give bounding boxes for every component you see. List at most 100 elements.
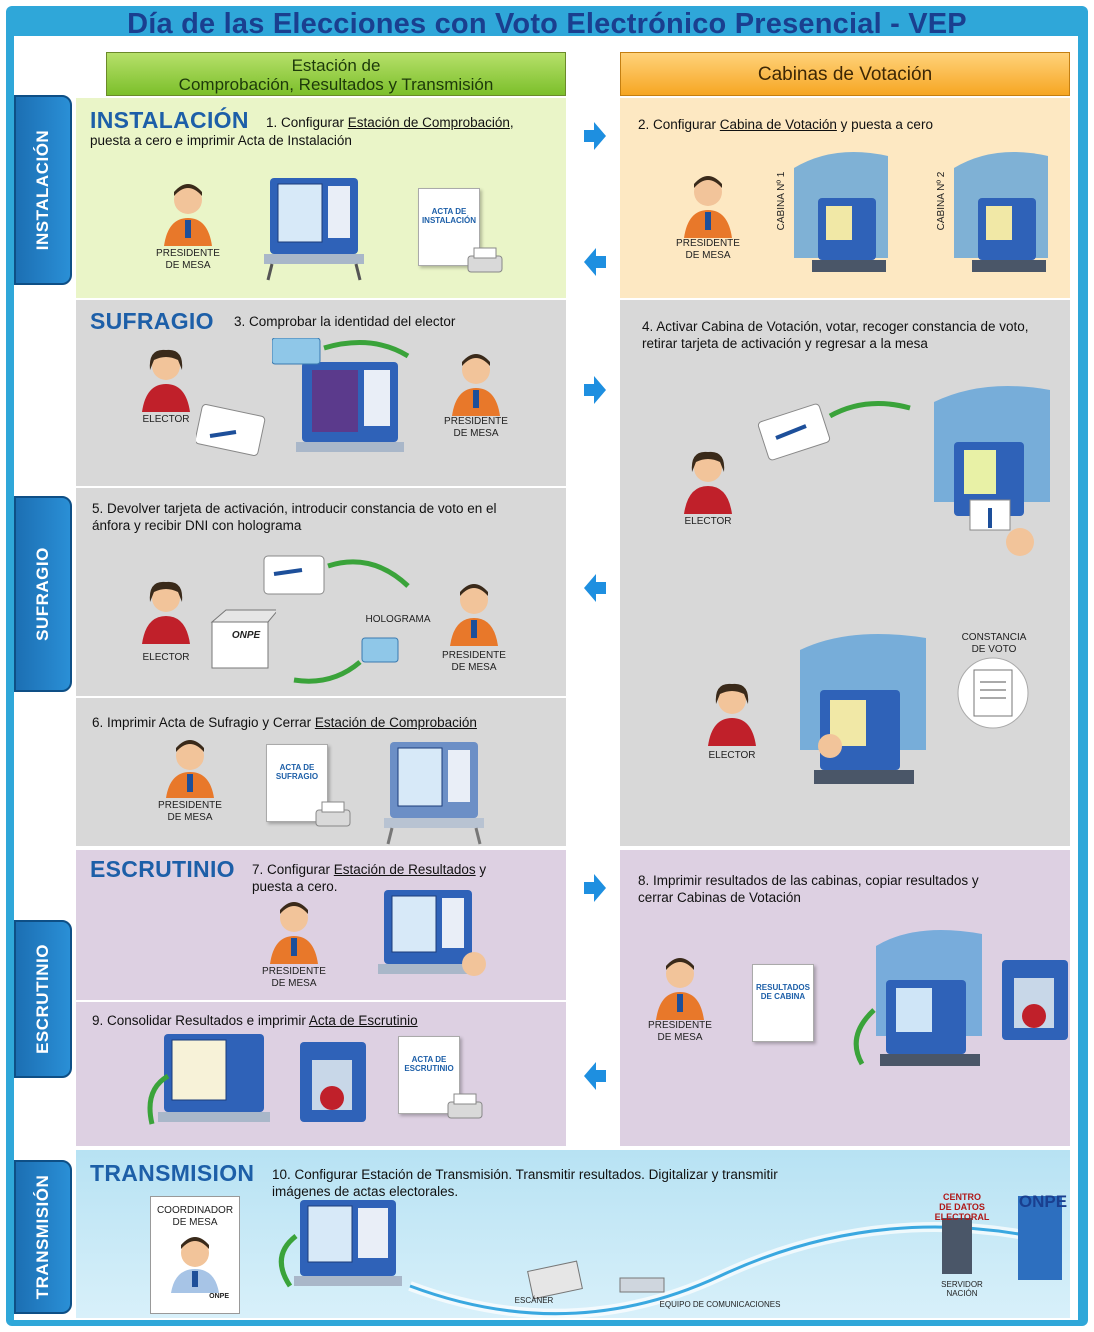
label-constancia: CONSTANCIA DE VOTO (961, 632, 1027, 655)
label-equipo: EQUIPO DE COMUNICACIONES (659, 1300, 781, 1309)
coordinador-badge: COORDINADOR DE MESA ONPE (150, 1196, 240, 1314)
estacion-consolidacion-icon (147, 1034, 270, 1125)
side-tab-escrutinio-label: ESCRUTINIO (33, 944, 52, 1054)
panel-escrutinio-step7 (76, 850, 566, 1000)
anfora-box-icon (210, 609, 276, 669)
label-elector-2: ELECTOR (142, 652, 190, 663)
label-coordinador: COORDINADOR DE MESA (156, 1205, 234, 1228)
step-1-link: Estación de Comprobación (347, 115, 510, 130)
step-10-line1: 10. Configurar Estación de Transmisión. … (272, 1167, 778, 1182)
label-centro-datos: CENTRO DE DATOS ELECTORAL (934, 1192, 990, 1222)
elector-figure-icon (142, 581, 190, 644)
tarjeta-activacion-icon (196, 404, 266, 456)
label-elector-3: ELECTOR (684, 516, 732, 527)
step-1-rest: , (509, 115, 514, 130)
side-tab-instalacion: INSTALACIÓN (14, 95, 72, 285)
poster-title: Día de las Elecciones con Voto Electróni… (127, 8, 967, 40)
label-escaner: ESCÁNER (514, 1296, 554, 1305)
side-tab-transmision: TRANSMISIÓN (14, 1160, 72, 1314)
step-6-text: 6. Imprimir Acta de Sufragio y Cerrar (92, 715, 315, 730)
step-6: 6. Imprimir Acta de Sufragio y Cerrar Es… (92, 714, 477, 731)
label-elector-1: ELECTOR (142, 414, 190, 425)
step-4-line2: retirar tarjeta de activación y regresar… (642, 336, 928, 351)
header-estacion-line2: Comprobación, Resultados y Transmisión (178, 75, 494, 94)
arrow-right-icon (584, 376, 606, 404)
step-9-text: 9. Consolidar Resultados e imprimir (92, 1013, 309, 1028)
step-2-text: 2. Configurar (638, 117, 720, 132)
cabina-votacion-icon (934, 386, 1050, 556)
side-tab-sufragio: SUFRAGIO (14, 496, 72, 692)
label-presidente-1: PRESIDENTE DE MESA (156, 248, 220, 271)
tarjeta-devolucion-icon (263, 555, 410, 595)
side-tab-transmision-label: TRANSMISIÓN (33, 1174, 52, 1300)
label-presidente-7: PRESIDENTE DE MESA (648, 1020, 712, 1043)
arrow-left-icon (584, 1062, 606, 1090)
acta-escrutinio-label: ACTA DE ESCRUTINIO (404, 1055, 454, 1073)
step-3: 3. Comprobar la identidad del elector (234, 314, 456, 329)
step-7: 7. Configurar Estación de Resultados y (252, 861, 486, 878)
section-title-transmision: TRANSMISION (90, 1160, 255, 1186)
step-7-link: Estación de Resultados (333, 862, 476, 877)
label-onpe-box: ONPE (231, 630, 261, 641)
step-10-line2: imágenes de actas electorales. (272, 1184, 459, 1199)
verificacion-dni-icon (272, 338, 410, 452)
step-9-link: Acta de Escrutinio (308, 1013, 418, 1028)
elector-figure-icon (684, 451, 732, 514)
section-title-instalacion: INSTALACIÓN (90, 107, 249, 133)
arrow-left-icon (584, 248, 606, 276)
acta-instalacion-doc: ACTA DE INSTALACIÓN (418, 188, 480, 266)
printer-icon (447, 1093, 483, 1119)
constancia-voto-icon (957, 657, 1029, 729)
cabina-votacion-icon (794, 152, 888, 272)
step-4-line1: 4. Activar Cabina de Votación, votar, re… (642, 319, 1029, 334)
step-8-line1: 8. Imprimir resultados de las cabinas, c… (638, 873, 979, 888)
tarjeta-activacion-icon (757, 401, 911, 461)
acta-sufragio-label: ACTA DE SUFRAGIO (275, 763, 319, 781)
step-9: 9. Consolidar Resultados e imprimir Acta… (92, 1012, 418, 1029)
printer-icon (315, 801, 351, 827)
step-1-text: 1. Configurar (266, 115, 348, 130)
label-presidente-2: PRESIDENTE DE MESA (676, 238, 740, 261)
side-tab-instalacion-label: INSTALACIÓN (33, 129, 52, 251)
step-2-rest: y puesta a cero (836, 117, 933, 132)
side-tab-escrutinio: ESCRUTINIO (14, 920, 72, 1078)
estacion-comprobacion-icon (384, 742, 484, 845)
step-2: 2. Configurar Cabina de Votación y puest… (638, 116, 933, 133)
label-cabina-1: CABINA Nº 1 (776, 171, 787, 231)
label-servidor: SERVIDOR NACIÓN (941, 1280, 983, 1298)
label-presidente-6: PRESIDENTE DE MESA (262, 966, 326, 989)
red-transmision-icon (278, 1196, 1062, 1319)
header-cabinas: Cabinas de Votación (620, 52, 1070, 96)
header-estacion-line1: Estación de (291, 56, 381, 75)
label-holograma: HOLOGRAMA (365, 614, 431, 625)
resultados-cabina-doc: RESULTADOS DE CABINA (752, 964, 814, 1042)
step-8-line2: cerrar Cabinas de Votación (638, 890, 801, 905)
elector-figure-icon (142, 349, 190, 412)
step-2-link: Cabina de Votación (719, 117, 837, 132)
resultados-cabina-label: RESULTADOS DE CABINA (756, 983, 810, 1001)
section-title-sufragio: SUFRAGIO (90, 308, 214, 334)
label-elector-4: ELECTOR (708, 750, 756, 761)
onpe-logo: ONPE (1018, 1192, 1068, 1211)
dni-holograma-icon (293, 637, 399, 684)
estacion-comprobacion-icon (264, 178, 364, 281)
coordinador-figure-icon (171, 1237, 219, 1293)
step-1: 1. Configurar Estación de Comprobación, (266, 114, 566, 131)
presidente-figure-icon (452, 354, 500, 416)
label-presidente-5: PRESIDENTE DE MESA (158, 800, 222, 823)
presidente-figure-icon (450, 584, 498, 646)
arrow-right-icon (584, 874, 606, 902)
side-tab-sufragio-label: SUFRAGIO (33, 547, 52, 641)
step-7-text: 7. Configurar (252, 862, 334, 877)
printer-icon (467, 247, 503, 273)
estacion-resultados-icon (378, 890, 486, 976)
step-7-line2: puesta a cero. (252, 879, 338, 894)
acta-sufragio-doc: ACTA DE SUFRAGIO (266, 744, 328, 822)
presidente-figure-icon (656, 958, 704, 1020)
cabina-votacion-icon (853, 930, 982, 1066)
acta-instalacion-label: ACTA DE INSTALACIÓN (421, 207, 477, 225)
step-5-line2: ánfora y recibir DNI con holograma (92, 518, 302, 533)
arrow-left-icon (584, 574, 606, 602)
step-6-link: Estación de Comprobación (314, 715, 477, 730)
elector-figure-icon (708, 683, 756, 746)
